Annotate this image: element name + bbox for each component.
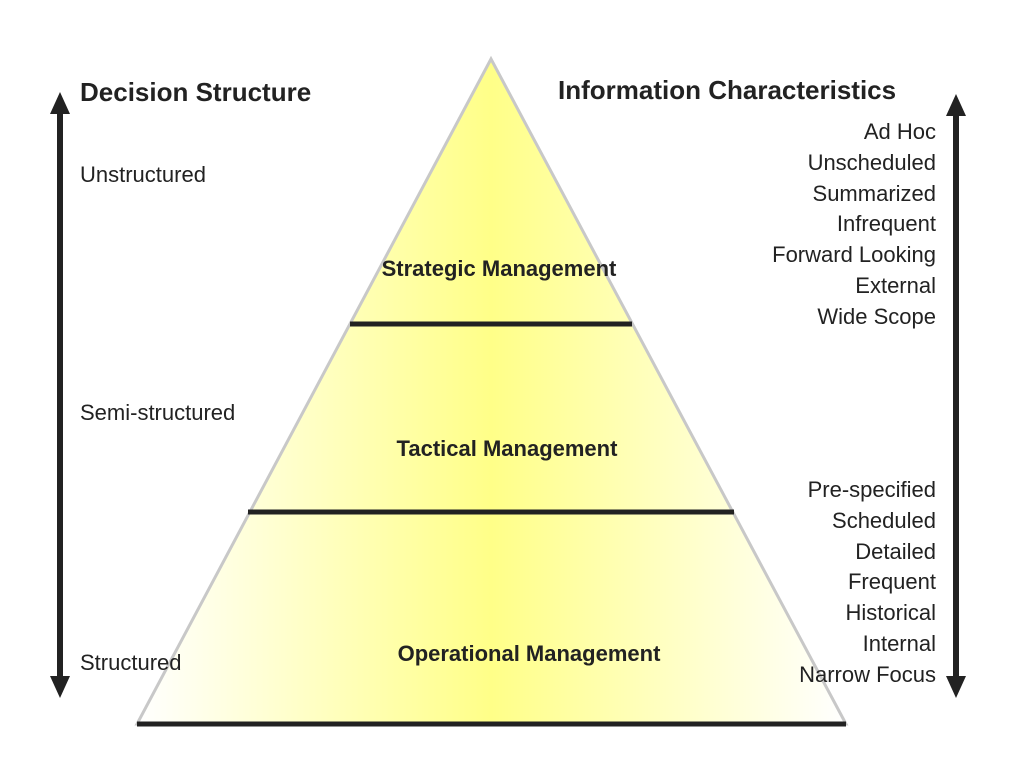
info-item: Historical: [845, 600, 936, 626]
decision-level-unstructured: Unstructured: [80, 162, 206, 187]
tier-label-tactical: Tactical Management: [396, 436, 618, 461]
decision-structure-heading: Decision Structure: [80, 77, 312, 107]
info-item: Internal: [862, 630, 936, 656]
information-characteristics-heading: Information Characteristics: [558, 75, 897, 105]
info-characteristics-upper-list: Ad Hoc Unscheduled Summarized Infrequent…: [676, 117, 936, 333]
info-item: Frequent: [847, 569, 936, 595]
info-item: Detailed: [855, 538, 936, 564]
info-characteristics-lower-list: Pre-specified Scheduled Detailed Frequen…: [676, 475, 936, 691]
decision-level-semi-structured: Semi-structured: [80, 400, 236, 425]
left-arrow-down-head: [50, 676, 70, 698]
info-item: Summarized: [812, 180, 936, 206]
info-item: External: [855, 272, 936, 298]
decision-level-structured: Structured: [80, 650, 182, 675]
info-item: Ad Hoc: [863, 119, 936, 144]
tier-label-strategic: Strategic Management: [381, 256, 617, 281]
info-item: Unscheduled: [807, 149, 936, 175]
info-item: Narrow Focus: [799, 661, 936, 687]
info-item: Scheduled: [832, 507, 936, 533]
tier-label-operational: Operational Management: [397, 641, 661, 666]
right-arrow-down-head: [946, 676, 966, 698]
decision-structure-arrow: [50, 92, 70, 698]
info-item: Pre-specified: [807, 477, 936, 502]
info-item: Forward Looking: [772, 242, 936, 268]
info-item: Wide Scope: [817, 303, 936, 329]
info-item: Infrequent: [836, 211, 936, 237]
left-arrow-up-head: [50, 92, 70, 114]
right-arrow-up-head: [946, 94, 966, 116]
information-characteristics-arrow: [946, 94, 966, 698]
